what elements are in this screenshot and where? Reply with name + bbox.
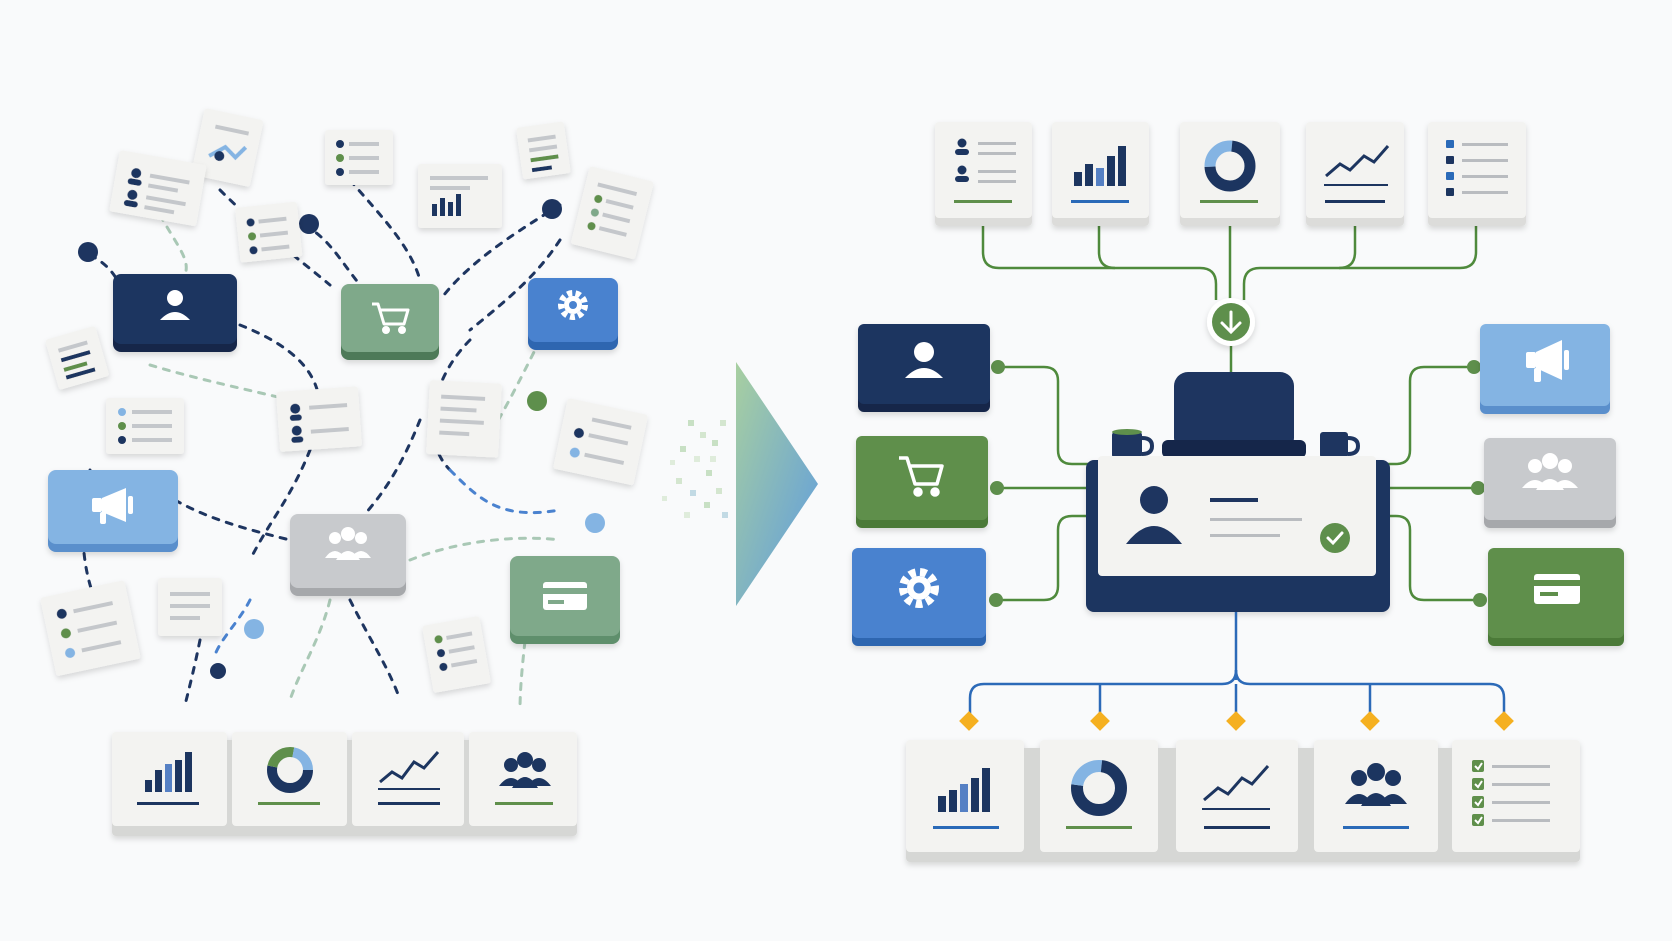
arrow-right-icon — [736, 362, 818, 606]
side-connectors — [996, 365, 1480, 602]
dashboard-card-team — [469, 732, 577, 826]
top-connectors — [981, 226, 1478, 300]
donut-chart-icon — [1071, 760, 1127, 816]
checklist-icon — [1472, 760, 1550, 826]
module-team — [1484, 438, 1616, 528]
connector-dot — [244, 619, 264, 639]
credit-card-icon — [1534, 574, 1580, 604]
right-organized-section — [852, 122, 1624, 862]
connector-nodes — [989, 360, 1487, 607]
transition-arrow — [662, 362, 818, 606]
megaphone-icon — [92, 488, 133, 524]
hub-text-line — [1210, 498, 1258, 502]
scattered-gear-tile — [528, 278, 618, 350]
scattered-document — [516, 121, 571, 180]
profile-list-icon — [955, 138, 1016, 183]
scattered-team-tile — [290, 514, 406, 596]
cart-icon — [899, 456, 944, 497]
scattered-document — [191, 108, 264, 187]
scattered-document — [325, 130, 393, 185]
connector-dot — [299, 214, 319, 234]
scattered-document — [422, 616, 491, 693]
hub-chair — [1162, 372, 1306, 458]
top-report-card — [1306, 122, 1404, 226]
module-megaphone — [1480, 324, 1610, 414]
team-icon — [1345, 763, 1407, 806]
line-chart-icon — [1324, 145, 1390, 186]
connector-dot — [210, 663, 226, 679]
mug-icon — [1320, 432, 1361, 458]
module-gear — [852, 548, 986, 646]
scattered-document — [553, 398, 648, 485]
scattered-document — [109, 150, 207, 226]
top-report-card — [1052, 122, 1149, 226]
pixel-dissolve — [662, 420, 728, 518]
hub-text-line — [1210, 518, 1302, 521]
connector-dot — [78, 242, 98, 262]
donut-chart-icon — [1204, 140, 1256, 192]
top-report-card — [935, 122, 1032, 226]
connector-dot — [585, 513, 605, 533]
bar-chart-icon — [145, 752, 192, 792]
scattered-user-tile — [113, 274, 237, 352]
user-icon — [160, 290, 190, 320]
scattered-document — [40, 580, 141, 676]
top-report-card — [1428, 122, 1526, 226]
check-icon — [1320, 523, 1350, 553]
team-icon — [325, 527, 371, 560]
bar-chart-icon — [1074, 146, 1126, 186]
line-chart-icon — [1202, 765, 1270, 810]
connector-dot — [527, 391, 547, 411]
output-card-line-chart — [1176, 740, 1298, 852]
user-profile-icon — [1126, 486, 1182, 544]
scattered-document — [426, 380, 502, 458]
scattered-cart-tile — [341, 284, 439, 360]
dashboard-card-donut — [232, 732, 347, 826]
user-icon — [905, 342, 943, 378]
module-cart — [856, 436, 988, 528]
dashboard-card-line-chart — [352, 732, 464, 826]
scattered-document — [276, 386, 362, 452]
output-card-checklist — [1452, 740, 1580, 852]
merge-node — [1207, 298, 1255, 372]
mug-icon — [1112, 429, 1155, 458]
connector-dot — [542, 199, 562, 219]
team-icon — [1522, 453, 1578, 490]
line-chart-icon — [378, 751, 440, 790]
scattered-megaphone-tile — [48, 470, 178, 552]
donut-chart-icon — [267, 747, 313, 793]
bottom-output-strip — [906, 740, 1580, 862]
left-chaos-section — [40, 108, 654, 836]
output-card-donut — [1040, 740, 1158, 852]
output-card-team — [1314, 740, 1438, 852]
credit-card-icon — [543, 582, 587, 610]
bar-chart-icon — [938, 768, 990, 812]
scattered-card-tile — [510, 556, 620, 644]
gear-icon — [558, 290, 588, 320]
checklist-icon — [1446, 140, 1508, 196]
output-card-bar-chart — [906, 740, 1024, 852]
left-dashboard-strip — [112, 732, 577, 836]
megaphone-icon — [1526, 340, 1569, 382]
scattered-document — [106, 398, 184, 454]
scattered-document — [45, 326, 109, 390]
gear-icon — [899, 568, 939, 608]
download-icon — [1220, 310, 1242, 335]
diamond-markers — [959, 711, 1514, 731]
scattered-document — [235, 201, 303, 263]
module-credit-card — [1488, 548, 1624, 646]
central-hub — [1086, 372, 1390, 612]
top-report-card — [1180, 122, 1280, 226]
bottom-connectors — [968, 612, 1506, 716]
scattered-document — [571, 166, 654, 259]
module-user — [858, 324, 990, 412]
cart-icon — [372, 302, 410, 334]
dashboard-card-bar-chart — [112, 732, 227, 826]
team-icon — [499, 752, 551, 788]
scattered-document — [418, 164, 502, 228]
hub-text-line — [1210, 534, 1280, 537]
scattered-document — [158, 578, 222, 636]
